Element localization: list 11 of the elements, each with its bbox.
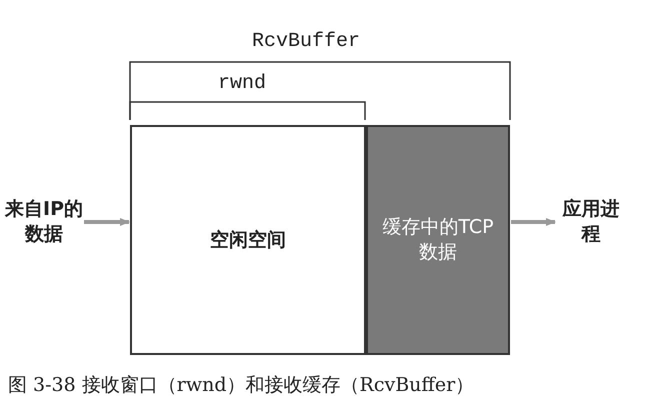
buffered-data-box (366, 125, 510, 355)
dimension-label: rwnd (218, 72, 266, 95)
destination-label: 应用进程 (556, 190, 626, 254)
figure-caption: 图 3-38 接收窗口（rwnd）和接收缓存（RcvBuffer） (8, 373, 474, 398)
box-text: 缓存中的TCP数据 (381, 215, 495, 265)
arrow (511, 218, 556, 226)
free-space-box (130, 125, 366, 355)
dimension-label: RcvBuffer (252, 30, 360, 53)
box-text: 空闲空间 (209, 228, 287, 252)
source-label: 来自IP的数据 (5, 190, 83, 254)
arrow (84, 218, 130, 226)
